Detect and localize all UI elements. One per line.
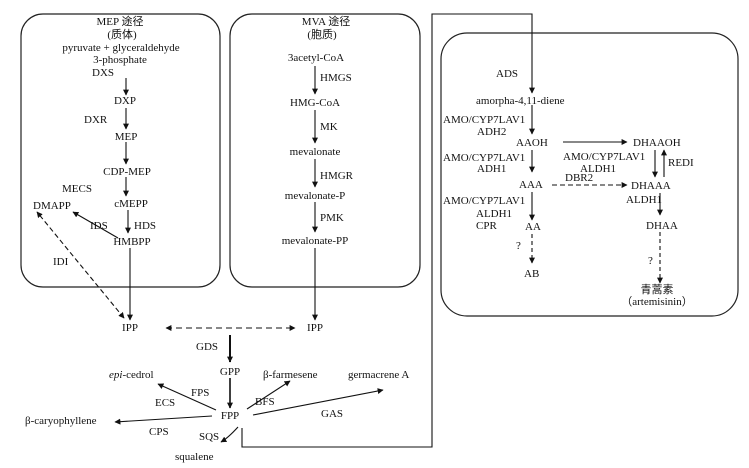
enzyme-redi: REDI [668, 157, 694, 169]
arrow-ecs [157, 383, 217, 411]
mva-panel-box [229, 13, 421, 288]
enzyme-idi: IDI [53, 256, 69, 268]
node-aaoh: AAOH [516, 137, 548, 149]
enzyme-amo-3: AMO/CYP7LAV1 [563, 151, 646, 163]
enzyme-gds: GDS [196, 341, 219, 353]
arrow-sqs [220, 426, 239, 443]
node-beta-caryophyllene: β-caryophyllene [25, 415, 97, 427]
enzyme-ids: IDS [90, 220, 108, 232]
mep-panel-title: MEP 途径 [96, 16, 144, 28]
enzyme-hmgs: HMGS [320, 72, 352, 84]
node-mevalonate-p: mevalonate-P [284, 190, 346, 202]
node-hmg-coa: HMG-CoA [289, 97, 341, 109]
enzyme-amo-4: AMO/CYP7LAV1 [443, 195, 526, 207]
node-mevalonate: mevalonate [289, 146, 341, 158]
node-fpp: FPP [220, 410, 240, 422]
node-pyruvate: pyruvate + glyceraldehyde [62, 42, 180, 54]
enzyme-cps: CPS [149, 426, 169, 438]
node-ipp-left: IPP [122, 322, 138, 334]
arrow-gas [252, 388, 384, 416]
artemisinin-panel-box [440, 32, 739, 317]
node-mep: MEP [114, 131, 138, 143]
node-hmbpp: HMBPP [113, 236, 151, 248]
unknown-step-1: ? [516, 240, 521, 252]
node-aaa: AAA [519, 179, 543, 191]
connector-fpp-ads [241, 13, 535, 448]
node-aa: AA [525, 221, 541, 233]
arrow-bfs [246, 380, 291, 410]
unknown-step-2: ? [648, 255, 653, 267]
node-ab: AB [524, 268, 540, 280]
enzyme-mk: MK [320, 121, 338, 133]
node-ipp-right: IPP [307, 322, 323, 334]
enzyme-hmgr: HMGR [320, 170, 354, 182]
mep-panel-subtitle: (质体) [107, 29, 137, 41]
node-germacrene-a: germacrene A [348, 369, 410, 381]
enzyme-aldh1-b: ALDH1 [580, 163, 617, 175]
mva-panel-subtitle: (胞质) [307, 29, 337, 41]
node-dhaa: DHAA [646, 220, 678, 232]
epi-cedrol-suffix: -cedrol [122, 369, 154, 381]
enzyme-gas: GAS [321, 408, 344, 420]
enzyme-dxr: DXR [84, 114, 108, 126]
enzyme-ecs: ECS [155, 397, 176, 409]
node-acetyl-coa: 3acetyl-CoA [287, 52, 345, 64]
node-dmapp: DMAPP [33, 200, 71, 212]
node-artemisinin-en: （artemisinin） [621, 296, 693, 308]
enzyme-adh2: ADH2 [477, 126, 507, 138]
node-beta-farnesene: β-farmesene [263, 369, 318, 381]
node-cmepp: cMEPP [114, 198, 148, 210]
enzyme-hds: HDS [134, 220, 157, 232]
node-epi-cedrol: epi-cedrol [109, 369, 154, 381]
enzyme-dbr2: DBR2 [565, 172, 594, 184]
enzyme-cpr: CPR [476, 220, 497, 232]
epi-cedrol-prefix: epi [109, 369, 123, 381]
node-squalene: squalene [175, 451, 214, 463]
node-dhaaoh: DHAAOH [633, 137, 681, 149]
node-glyceraldehyde-phosphate: 3-phosphate [93, 54, 147, 66]
node-amorpha-diene: amorpha-4,11-diene [476, 95, 565, 107]
node-dhaaa: DHAAA [631, 180, 671, 192]
enzyme-fps: FPS [191, 387, 210, 399]
node-cdp-mep: CDP-MEP [103, 166, 151, 178]
node-artemisinin-cn: 青蒿素 [640, 284, 674, 296]
node-mevalonate-pp: mevalonate-PP [281, 235, 349, 247]
enzyme-aldh1-c: ALDH1 [476, 208, 513, 220]
node-dxp: DXP [113, 95, 137, 107]
enzyme-pmk: PMK [320, 212, 344, 224]
mva-panel-title: MVA 途径 [301, 16, 351, 28]
enzyme-ads: ADS [496, 68, 519, 80]
enzyme-dxs: DXS [92, 67, 115, 79]
enzyme-amo-2: AMO/CYP7LAV1 [443, 152, 526, 164]
enzyme-sqs: SQS [199, 431, 220, 443]
arrow-idi [36, 211, 125, 319]
node-gpp: GPP [219, 366, 241, 378]
enzyme-bfs: BFS [255, 396, 275, 408]
enzyme-mecs: MECS [62, 183, 92, 195]
enzyme-aldh1-d: ALDH1 [626, 194, 663, 206]
arrow-cps [114, 415, 213, 425]
enzyme-adh1: ADH1 [477, 163, 507, 175]
enzyme-amo-1: AMO/CYP7LAV1 [443, 114, 526, 126]
